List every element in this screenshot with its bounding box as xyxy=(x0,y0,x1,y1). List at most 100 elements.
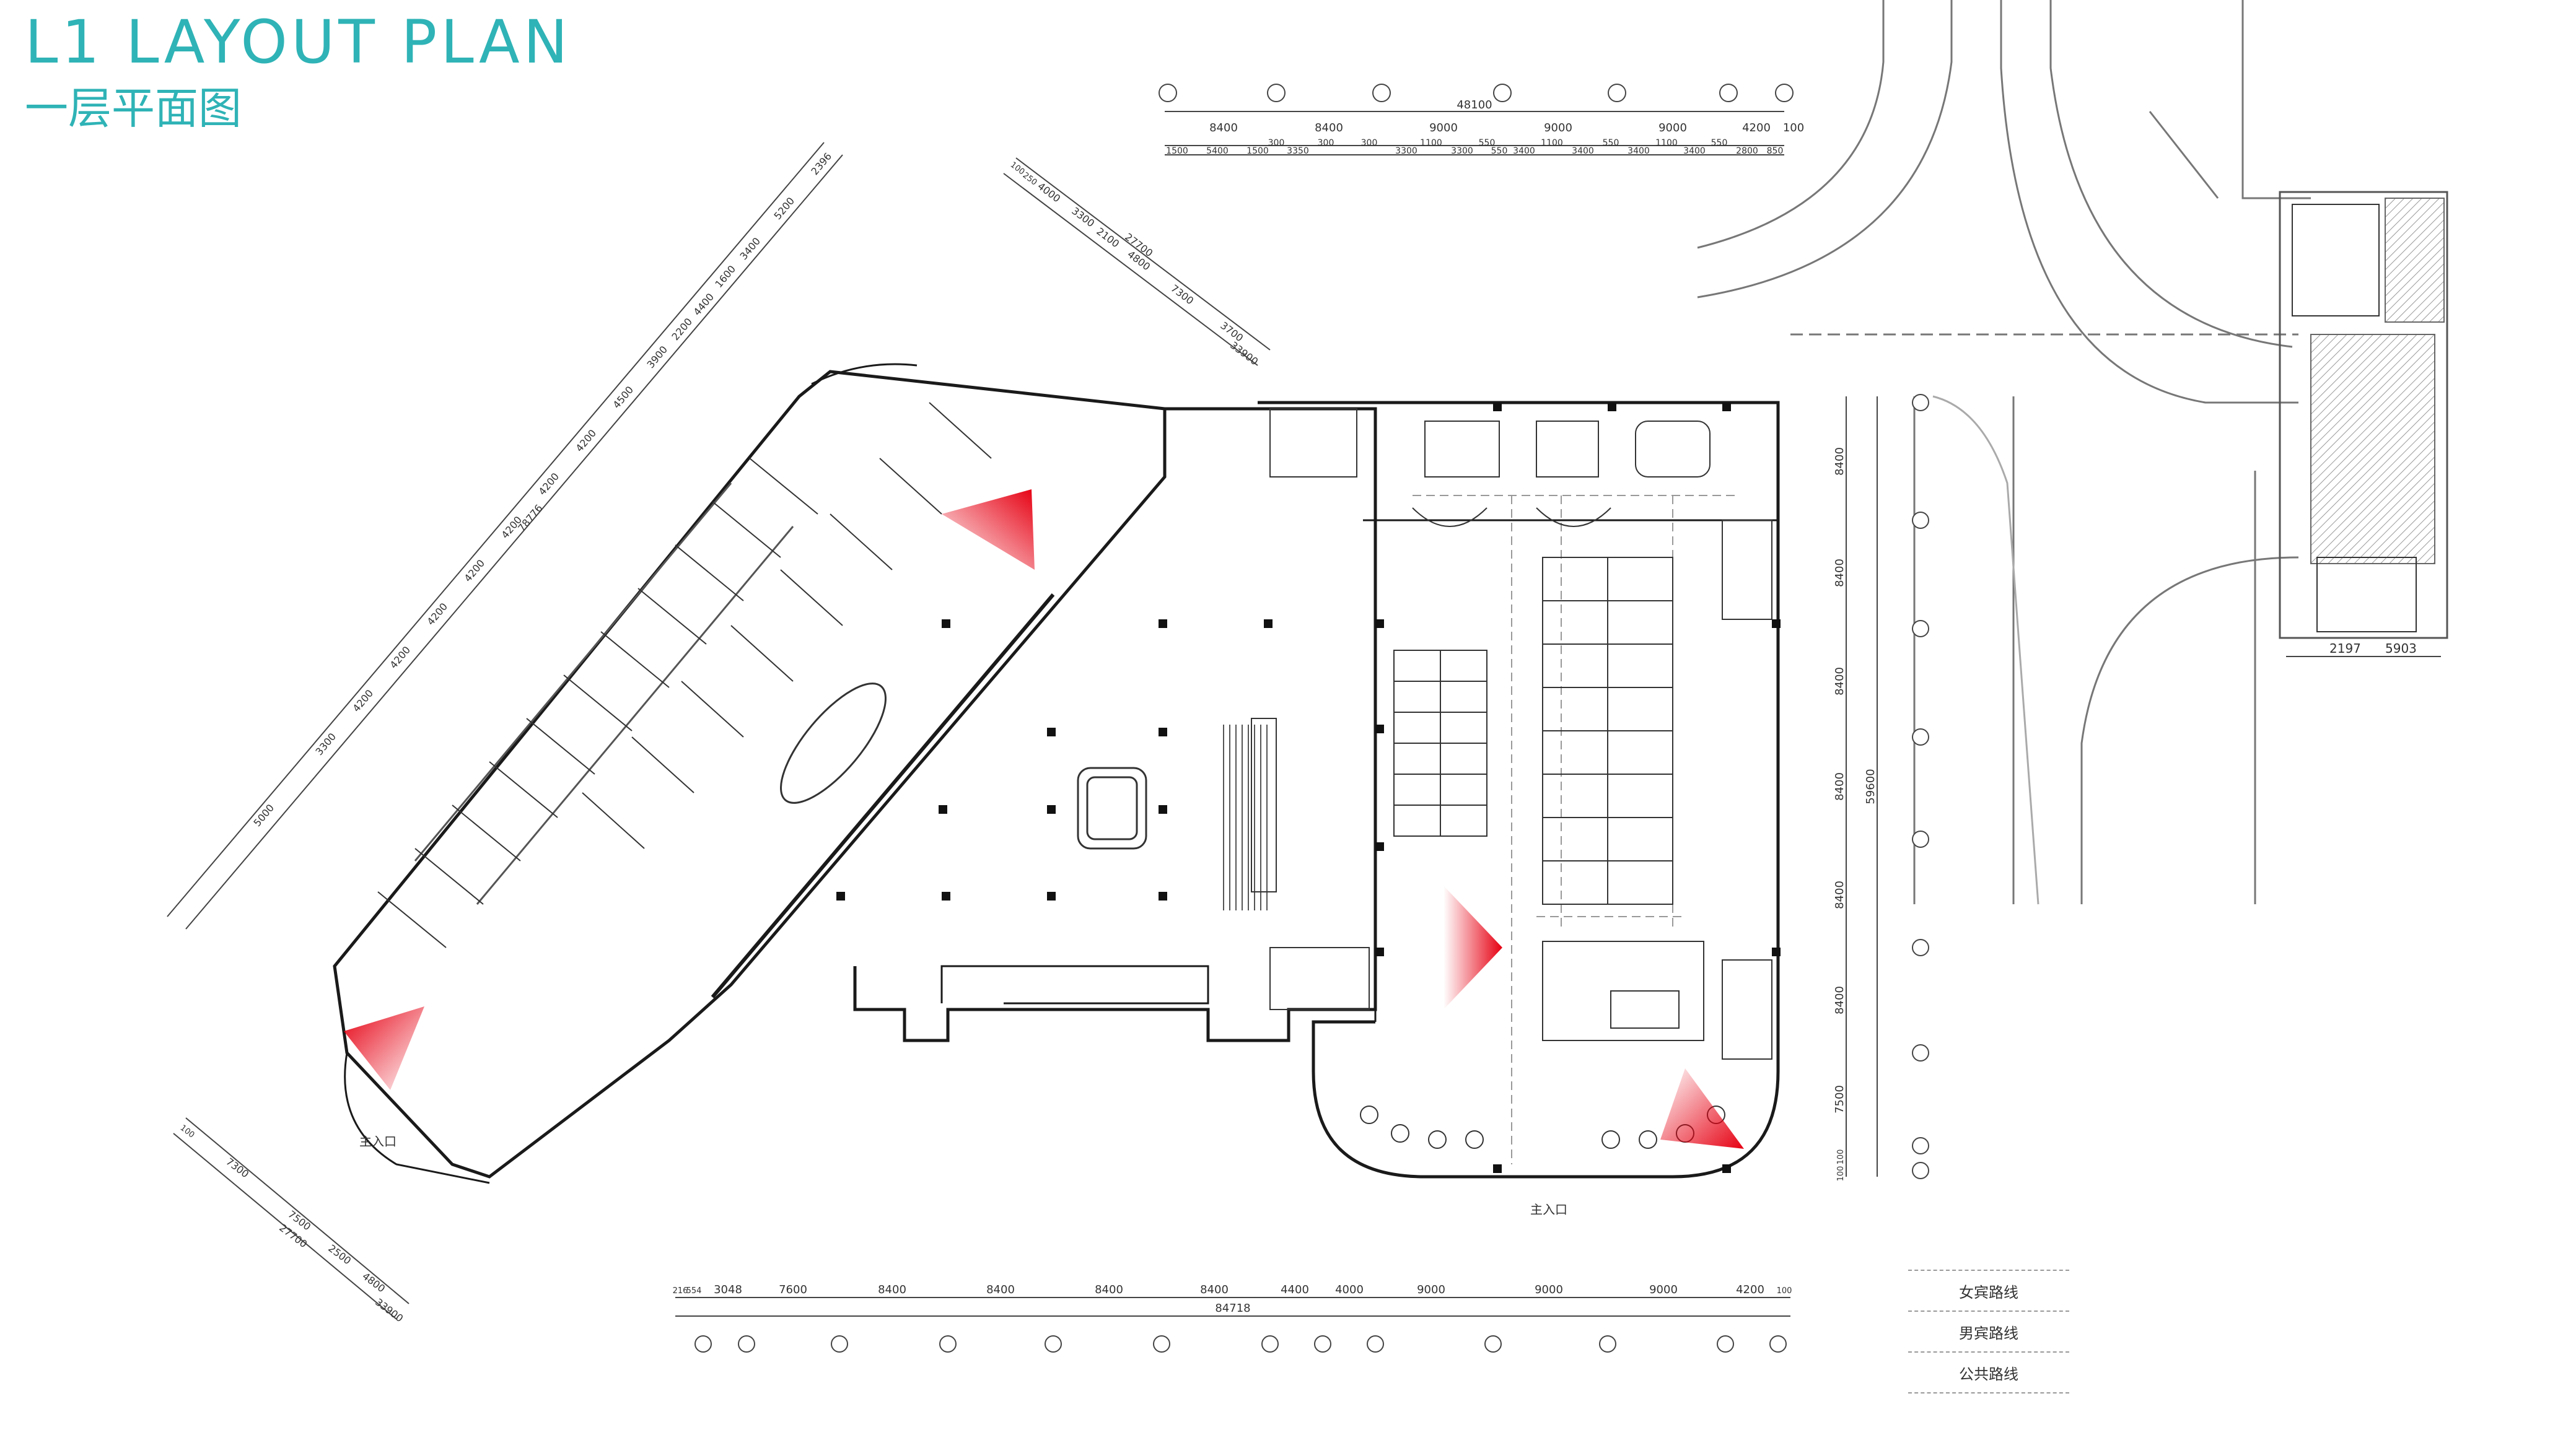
inset-building: 2197 5903 xyxy=(2279,191,2448,657)
top-sub-13: 3400 xyxy=(1513,146,1535,156)
viewpoint-marker-southwest xyxy=(344,1006,424,1090)
top-sub-21: 2800 xyxy=(1736,146,1758,156)
right-overall-dim: 59600 xyxy=(1864,769,1877,804)
conference-table xyxy=(780,683,887,804)
top-span-6: 4200 xyxy=(1742,121,1771,134)
top-sub-16: 550 xyxy=(1603,138,1619,148)
top-sub-17: 3400 xyxy=(1628,146,1650,156)
diag-bottom-span-2: 7300 xyxy=(224,1156,251,1180)
inset-dim-1: 2197 xyxy=(2329,641,2361,656)
right-span-9: 100 xyxy=(1836,1166,1846,1182)
diag-bottom-span-1: 100 xyxy=(178,1123,196,1140)
right-axis-markers xyxy=(1912,394,1929,1179)
hall-sofa xyxy=(1077,767,1147,850)
bottom-dimension-chain xyxy=(675,1297,1790,1317)
bottom-entrance-label: 主入口 xyxy=(1530,1202,1567,1217)
bottom-span-9: 4400 xyxy=(1281,1283,1309,1296)
diag-left-span-12: 4200 xyxy=(462,557,487,584)
right-span-7: 7500 xyxy=(1833,1085,1846,1114)
legend-item-female-route: 女宾路线 xyxy=(1908,1270,2069,1311)
legend-item-male-route: 男宾路线 xyxy=(1908,1311,2069,1351)
top-span-3: 9000 xyxy=(1429,121,1458,134)
top-dimension-chain xyxy=(1165,111,1784,155)
title-en: L1 LAYOUT PLAN xyxy=(25,7,572,77)
bottom-span-1: 216 xyxy=(673,1286,688,1296)
top-sub-2: 5400 xyxy=(1206,146,1229,156)
diag-bottom-overall-2: 33900 xyxy=(373,1296,405,1325)
bottom-span-3: 3048 xyxy=(714,1283,742,1296)
right-span-6: 8400 xyxy=(1833,986,1846,1014)
route-legend: 女宾路线 男宾路线 公共路线 xyxy=(1908,1270,2069,1393)
diag-top-span-7: 7300 xyxy=(1168,282,1196,307)
east-block xyxy=(1258,401,1780,1179)
diag-left-dimension-chain xyxy=(167,142,843,930)
diag-top-dimension-chain xyxy=(1003,157,1271,366)
top-sub-1: 1500 xyxy=(1166,146,1188,156)
diag-top-span-8: 3700 xyxy=(1218,320,1245,344)
east-corridors xyxy=(1413,495,1735,1164)
diag-left-span-17: 5000 xyxy=(251,802,276,829)
bottom-span-10: 4000 xyxy=(1335,1283,1364,1296)
east-columns xyxy=(1375,403,1781,1173)
bottom-span-6: 8400 xyxy=(986,1283,1015,1296)
hall-stairs xyxy=(1223,718,1277,910)
bottom-span-7: 8400 xyxy=(1095,1283,1123,1296)
bottom-span-15: 100 xyxy=(1777,1286,1792,1296)
diagonal-wing xyxy=(333,363,1167,1184)
top-sub-6: 300 xyxy=(1318,138,1334,148)
bottom-span-2: 554 xyxy=(686,1286,702,1296)
top-sub-4: 300 xyxy=(1268,138,1285,148)
top-sub-7: 300 xyxy=(1361,138,1378,148)
bottom-span-12: 9000 xyxy=(1535,1283,1563,1296)
bottom-span-13: 9000 xyxy=(1649,1283,1678,1296)
top-span-7: 100 xyxy=(1783,121,1804,134)
bottom-span-8: 8400 xyxy=(1200,1283,1229,1296)
diag-left-span-1: 2396 xyxy=(808,150,834,177)
diag-left-span-9: 4200 xyxy=(573,427,598,454)
right-span-3: 8400 xyxy=(1833,667,1846,696)
top-sub-9: 1100 xyxy=(1420,138,1442,148)
top-overall-dim: 48100 xyxy=(1457,98,1492,111)
top-sub-3: 1500 xyxy=(1246,146,1269,156)
right-span-4: 8400 xyxy=(1833,772,1846,801)
left-entrance-label: 主入口 xyxy=(359,1134,396,1149)
viewpoint-marker-southeast xyxy=(1660,1068,1744,1149)
right-span-2: 8400 xyxy=(1833,559,1846,587)
diag-left-span-4: 1600 xyxy=(712,263,738,290)
right-span-1: 8400 xyxy=(1833,447,1846,476)
diag-top-overall-2: 33900 xyxy=(1228,339,1260,368)
diag-left-span-13: 4200 xyxy=(424,601,450,627)
top-axis-markers xyxy=(1159,84,1794,102)
top-span-4: 9000 xyxy=(1544,121,1572,134)
road-lines xyxy=(1697,0,2311,905)
viewpoint-marker-east xyxy=(1444,886,1502,1010)
bottom-axis-markers xyxy=(694,1335,1787,1353)
top-span-2: 8400 xyxy=(1315,121,1343,134)
top-sub-18: 1100 xyxy=(1655,138,1678,148)
bottom-overall-dim: 84718 xyxy=(1215,1302,1250,1315)
top-sub-12: 550 xyxy=(1491,146,1508,156)
diag-left-span-8: 4500 xyxy=(610,384,636,411)
bottom-span-5: 8400 xyxy=(878,1283,906,1296)
viewpoint-markers xyxy=(344,489,1744,1149)
inset-dim-2: 5903 xyxy=(2385,641,2417,656)
top-sub-19: 3400 xyxy=(1683,146,1706,156)
wing-room-dividers xyxy=(377,402,992,948)
top-sub-11: 550 xyxy=(1479,138,1496,148)
top-sub-14: 1100 xyxy=(1541,138,1563,148)
east-rooms xyxy=(1269,408,1772,1060)
top-span-1: 8400 xyxy=(1209,121,1238,134)
right-span-8: 100 xyxy=(1836,1149,1846,1165)
diag-left-span-7: 3900 xyxy=(644,344,670,370)
top-sub-22: 850 xyxy=(1767,146,1784,156)
top-sub-10: 3300 xyxy=(1451,146,1473,156)
diag-left-span-10: 4200 xyxy=(536,471,561,497)
legend-item-public-route: 公共路线 xyxy=(1908,1351,2069,1393)
top-sub-8: 3300 xyxy=(1395,146,1417,156)
top-span-5: 9000 xyxy=(1658,121,1687,134)
viewpoint-marker-north xyxy=(942,489,1035,570)
bottom-span-14: 4200 xyxy=(1736,1283,1764,1296)
plan-title: L1 LAYOUT PLAN 一层平面图 xyxy=(25,12,571,130)
right-dimension-chain xyxy=(1846,396,1878,1177)
